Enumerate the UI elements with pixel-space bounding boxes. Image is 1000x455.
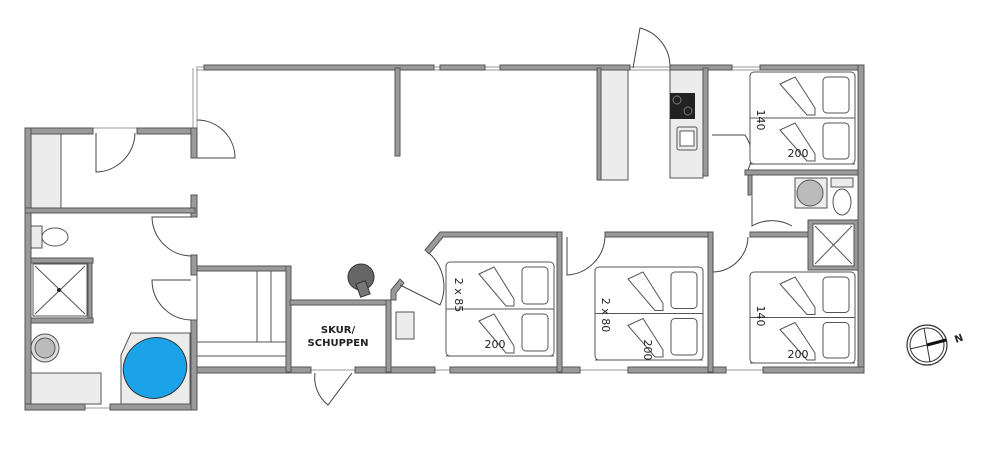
blanket-icon xyxy=(478,266,515,307)
sauna-door[interactable] xyxy=(151,279,192,321)
pillow-icon xyxy=(822,122,850,160)
bedroom-se-door[interactable] xyxy=(712,236,749,273)
blanket-icon xyxy=(627,317,664,358)
kitchen-sink-icon xyxy=(676,126,698,151)
shed-label-line2: SCHUPPEN xyxy=(308,338,369,349)
wc-toilet-icon xyxy=(830,177,854,216)
wc-door[interactable] xyxy=(751,196,793,227)
stove-icon xyxy=(347,263,375,298)
blanket-icon xyxy=(478,313,515,354)
pillow-icon xyxy=(670,318,698,356)
bedroom-ne-door[interactable] xyxy=(712,134,752,171)
shower-icon xyxy=(32,263,88,317)
shed-door[interactable] xyxy=(314,372,353,406)
entry-door-west[interactable] xyxy=(196,119,236,159)
bedroom-2-door[interactable] xyxy=(566,236,606,276)
blanket-icon xyxy=(779,276,816,315)
storage-box xyxy=(395,311,415,340)
wc-sink-icon xyxy=(794,177,828,209)
bed-1 xyxy=(445,261,555,357)
blanket-icon xyxy=(627,271,664,311)
closet-door[interactable] xyxy=(95,132,136,173)
blanket-icon xyxy=(779,76,816,116)
pillow-icon xyxy=(822,76,850,114)
blanket-icon xyxy=(779,122,816,162)
bed-2 xyxy=(594,266,704,361)
compass-north-label: N xyxy=(953,333,965,346)
pillow-icon xyxy=(822,276,850,313)
pillow-icon xyxy=(670,271,698,309)
sink-icon xyxy=(30,333,60,363)
kitchen-island xyxy=(600,69,629,181)
bathroom-door[interactable] xyxy=(151,216,192,257)
shed-label-line1: SKUR/ xyxy=(321,325,356,336)
pillow-icon xyxy=(822,322,850,359)
blanket-icon xyxy=(779,321,816,361)
bed-1-length: 200 xyxy=(485,338,506,351)
pillow-icon xyxy=(521,313,549,352)
bed-2-width: 2 x 80 xyxy=(599,298,612,333)
wc-shower-icon xyxy=(814,225,853,265)
bed-3 xyxy=(749,71,856,165)
bed-3-width: 140 xyxy=(754,110,767,131)
bed-4-width: 140 xyxy=(754,306,767,327)
fixtures xyxy=(30,69,854,405)
terrace-door[interactable] xyxy=(632,27,671,69)
bed-4 xyxy=(749,271,856,364)
hob-icon xyxy=(670,93,695,119)
beds xyxy=(445,71,856,364)
interior-walls xyxy=(24,67,859,373)
bed-2-length: 200 xyxy=(641,340,654,361)
compass-icon: N xyxy=(906,324,965,366)
pillow-icon xyxy=(521,266,549,305)
toilet-icon xyxy=(30,225,69,249)
sauna-benches xyxy=(196,270,287,368)
closet-shelf xyxy=(30,133,62,209)
kitchen-counter xyxy=(669,69,704,179)
doors xyxy=(95,27,793,406)
bathroom-counter xyxy=(30,372,102,405)
bedroom-1-door[interactable] xyxy=(399,253,445,306)
bed-4-length: 200 xyxy=(788,348,809,361)
bathtub-icon xyxy=(120,332,191,405)
bed-1-width: 2 x 85 xyxy=(452,278,465,313)
bed-3-length: 200 xyxy=(788,147,809,160)
